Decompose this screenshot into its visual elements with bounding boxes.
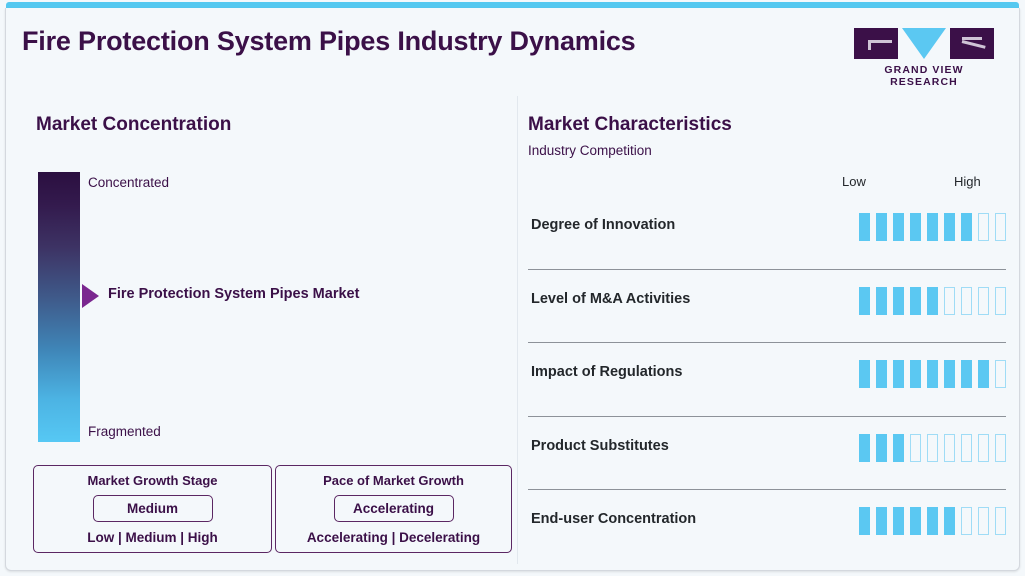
characteristic-label: Degree of Innovation (531, 217, 676, 233)
header: Fire Protection System Pipes Industry Dy… (0, 8, 1025, 88)
market-growth-stage-scale: Low | Medium | High (87, 530, 218, 545)
rating-bar-empty (910, 433, 921, 462)
logo-marks (850, 28, 998, 61)
panel-divider (517, 96, 518, 564)
market-concentration-title: Market Concentration (36, 114, 232, 135)
characteristic-label: Impact of Regulations (531, 364, 683, 380)
rating-bar-filled (893, 360, 904, 388)
rating-bar-filled (876, 286, 887, 315)
market-characteristics-panel: Market Characteristics Industry Competit… (517, 0, 1025, 576)
rating-bar-filled (910, 213, 921, 241)
rating-bar-filled (944, 507, 955, 535)
logo-g-block-icon (854, 28, 898, 59)
market-growth-stage-title: Market Growth Stage (87, 473, 218, 488)
rating-bar-empty (944, 433, 955, 462)
characteristic-row: Product Substitutes (528, 417, 1006, 490)
rating-bar-group (859, 360, 1006, 388)
rating-bar-empty (961, 433, 972, 462)
characteristic-label: Product Substitutes (531, 437, 669, 454)
gradient-bottom-label: Fragmented (88, 424, 161, 439)
characteristic-row: Degree of Innovation (528, 196, 1006, 270)
rating-bar-group (859, 213, 1006, 241)
characteristic-row: End-user Concentration (528, 490, 1006, 563)
rating-bar-filled (910, 286, 921, 315)
top-accent-bar (6, 2, 1019, 9)
logo-wordmark: GRAND VIEW RESEARCH (884, 64, 964, 88)
rating-bar-filled (859, 360, 870, 388)
gradient-top-label: Concentrated (88, 175, 170, 190)
concentration-gradient-bar (38, 172, 80, 442)
pace-of-market-growth-value: Accelerating (333, 495, 454, 522)
rating-bar-filled (927, 286, 938, 315)
rating-bar-empty (995, 286, 1006, 315)
characteristic-label: End-user Concentration (531, 511, 697, 527)
rating-bar-group (859, 507, 1006, 535)
rating-bar-filled (927, 360, 938, 388)
rating-bar-filled (859, 507, 870, 535)
rating-bar-empty (995, 213, 1006, 241)
logo-triangle-icon (902, 28, 946, 59)
rating-bar-empty (944, 286, 955, 315)
characteristic-row: Level of M&A Activities (528, 270, 1006, 343)
rating-bar-filled (961, 213, 972, 241)
rating-bar-empty (978, 213, 989, 241)
pace-of-market-growth-scale: Accelerating | Decelerating (306, 530, 481, 545)
rating-bar-empty (978, 286, 989, 315)
scale-low-label: Low (842, 174, 866, 189)
rating-bar-empty (961, 507, 972, 535)
rating-bar-filled (893, 507, 904, 535)
rating-bar-group (859, 286, 1006, 315)
rating-bar-filled (927, 213, 938, 241)
market-characteristics-title: Market Characteristics (528, 114, 732, 135)
pace-of-market-growth-box: Pace of Market Growth Accelerating Accel… (275, 465, 512, 553)
characteristic-row: Impact of Regulations (528, 343, 1006, 417)
rating-bar-empty (995, 433, 1006, 462)
rating-bar-empty (978, 433, 989, 462)
market-growth-stage-box: Market Growth Stage Medium Low | Medium … (33, 465, 272, 553)
logo-r-block-icon (950, 28, 994, 59)
rating-bar-filled (859, 213, 870, 241)
rating-bar-empty (927, 433, 938, 462)
rating-bar-filled (876, 213, 887, 241)
rating-bar-filled (876, 360, 887, 388)
characteristic-label: Level of M&A Activities (531, 290, 691, 307)
rating-bar-empty (995, 507, 1006, 535)
rating-bar-filled (876, 507, 887, 535)
rating-bar-filled (944, 360, 955, 388)
rating-bar-filled (944, 213, 955, 241)
rating-bar-filled (859, 433, 870, 462)
rating-bar-filled (978, 360, 989, 388)
rating-bar-empty (995, 360, 1006, 388)
rating-bar-group (859, 433, 1006, 462)
market-position-label: Fire Protection System Pipes Market (108, 286, 360, 302)
market-growth-stage-value: Medium (92, 495, 213, 522)
rating-bar-filled (893, 213, 904, 241)
grand-view-research-logo: GRAND VIEW RESEARCH (850, 28, 998, 88)
market-position-marker-icon (82, 284, 99, 308)
rating-bar-filled (893, 286, 904, 315)
rating-bar-empty (961, 286, 972, 315)
pace-of-market-growth-title: Pace of Market Growth (323, 473, 464, 488)
market-concentration-panel: Market Concentration Concentrated Fragme… (33, 114, 512, 553)
page-title: Fire Protection System Pipes Industry Dy… (22, 26, 636, 56)
rating-bar-filled (893, 433, 904, 462)
rating-bar-filled (927, 507, 938, 535)
rating-bar-empty (978, 507, 989, 535)
rating-bar-filled (859, 286, 870, 315)
rating-bar-filled (961, 360, 972, 388)
market-characteristics-subtitle: Industry Competition (528, 143, 652, 158)
rating-bar-filled (910, 507, 921, 535)
scale-high-label: High (954, 174, 981, 189)
rating-bar-filled (876, 433, 887, 462)
rating-bar-filled (910, 360, 921, 388)
